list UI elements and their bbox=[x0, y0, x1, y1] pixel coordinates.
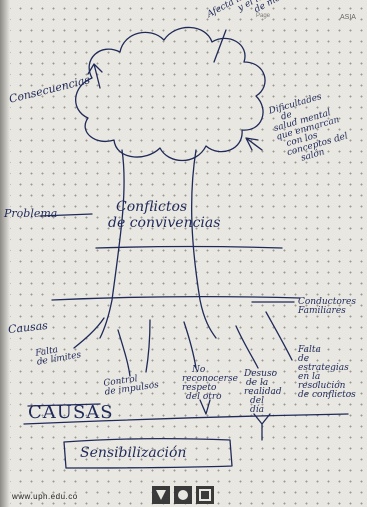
arrow-top-right bbox=[213, 29, 227, 63]
page-shadow-edge bbox=[0, 0, 10, 507]
trunk-problem: Conflictos de convivencias bbox=[108, 199, 221, 231]
family-note: Conductores Familiares bbox=[298, 297, 356, 316]
root-label-3: No reconocerse respeto del otro bbox=[182, 365, 238, 402]
tree-trunk-left bbox=[99, 149, 125, 339]
root-2 bbox=[117, 329, 131, 377]
root-5 bbox=[265, 311, 293, 361]
tree-trunk-right bbox=[190, 149, 217, 339]
label-causas-big: CAUSAS bbox=[28, 402, 114, 423]
bracket-bottom bbox=[253, 413, 271, 441]
arrow-problema bbox=[39, 213, 93, 217]
arrow-salud bbox=[245, 137, 263, 151]
notebook-brand: ASIA bbox=[340, 14, 356, 21]
sensibilizacion-box bbox=[63, 438, 233, 469]
arrow-consecuencias bbox=[87, 63, 103, 89]
sensibilizacion-text: Sensibilización bbox=[80, 445, 187, 461]
root-label-5: Falta de estrategias en la resolución de… bbox=[298, 345, 356, 400]
label-problema: Problema bbox=[4, 207, 58, 220]
root-6 bbox=[145, 319, 151, 373]
page-mark: Page bbox=[256, 13, 271, 19]
tree-canopy bbox=[75, 26, 266, 161]
root-label-4: Desuso de la realidad del día bbox=[244, 369, 282, 415]
divider-upper bbox=[95, 245, 283, 249]
root-4 bbox=[235, 325, 259, 369]
causas-underline bbox=[27, 403, 101, 407]
footer-url: www.uph.edu.co bbox=[12, 492, 78, 501]
arrow-mid bbox=[199, 399, 211, 415]
root-3 bbox=[183, 321, 197, 369]
divider-bottom bbox=[23, 413, 349, 425]
root-1 bbox=[73, 317, 105, 349]
university-logo-icon bbox=[152, 486, 214, 504]
divider-mid bbox=[51, 296, 301, 301]
